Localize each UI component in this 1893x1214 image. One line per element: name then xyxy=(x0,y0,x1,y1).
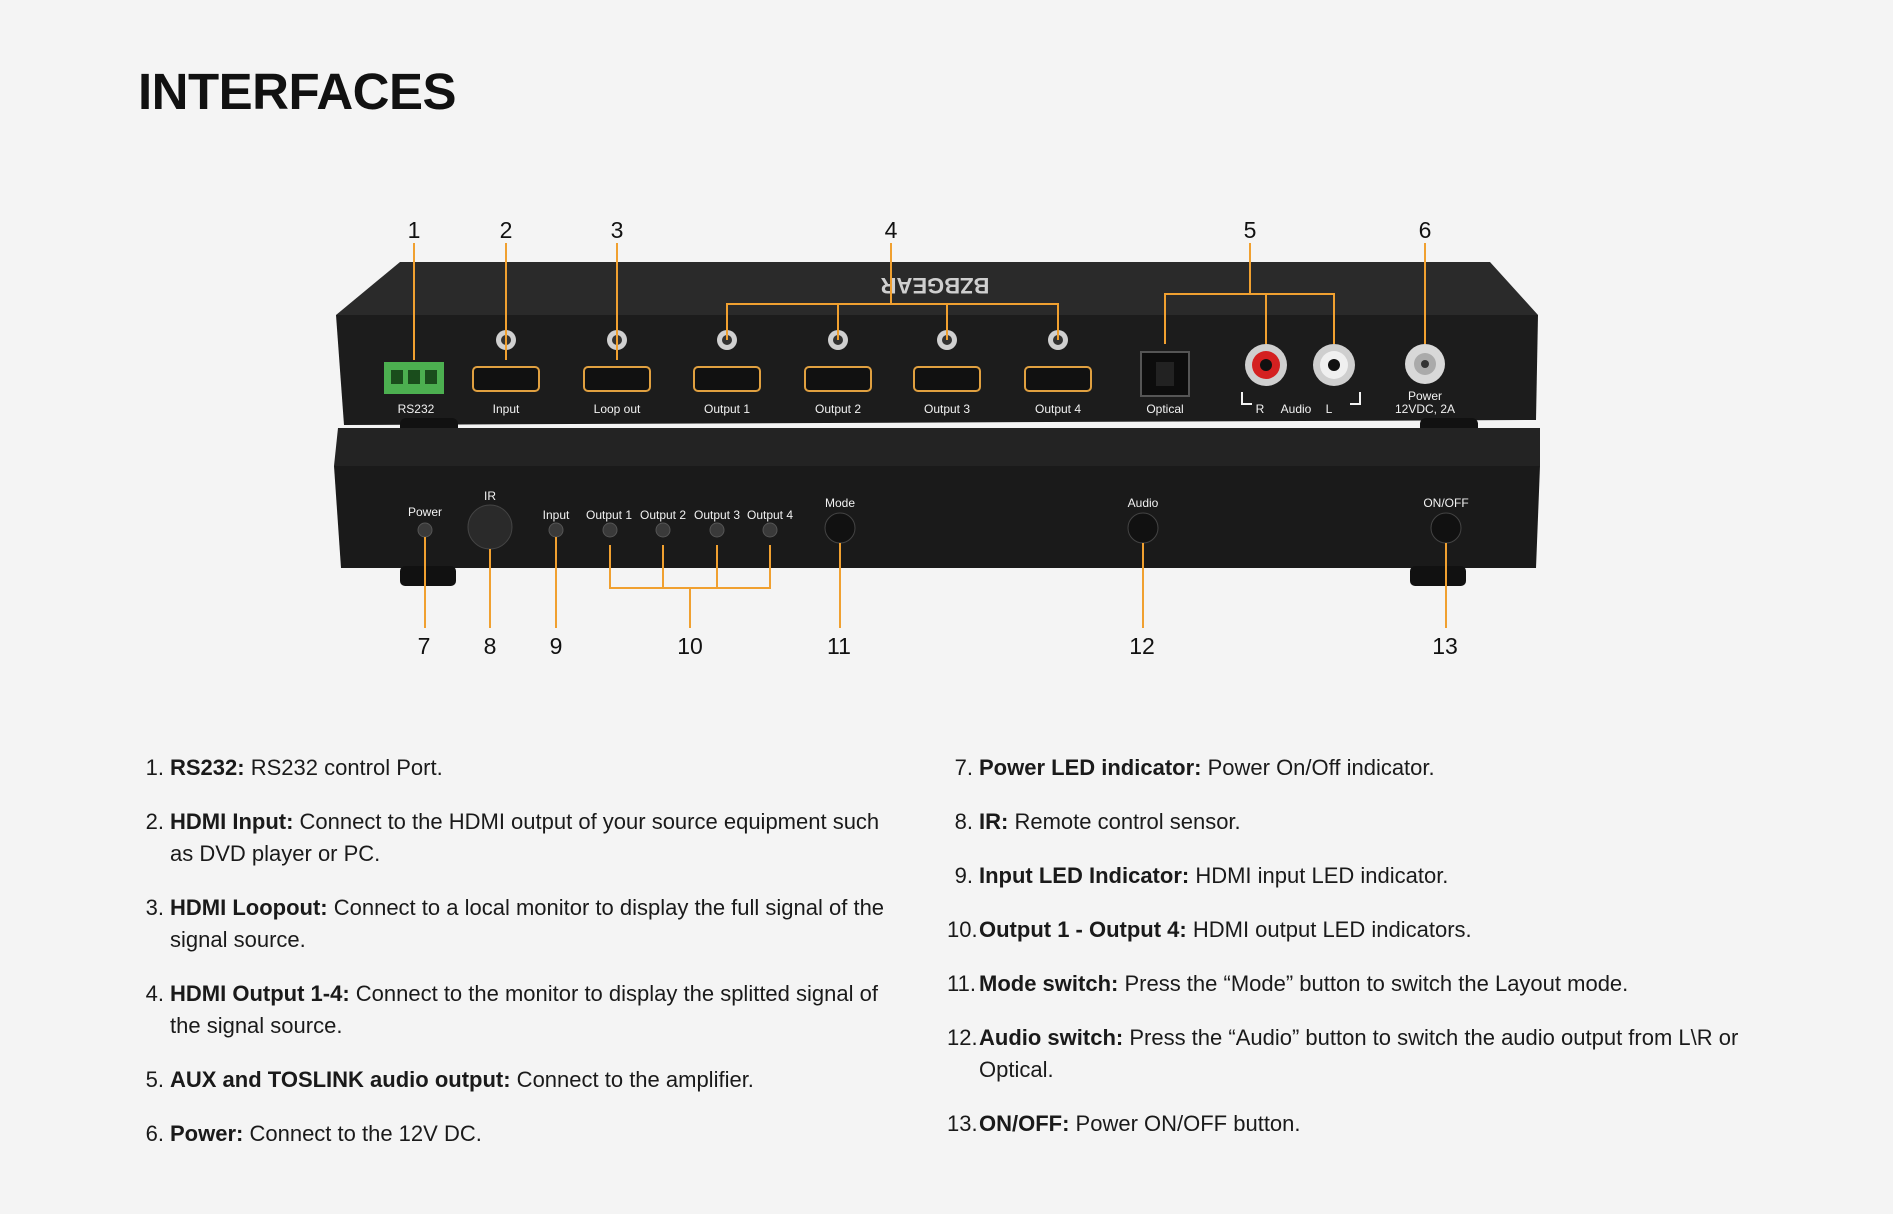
audio-label: Audio xyxy=(1281,402,1312,416)
mode-label: Mode xyxy=(825,496,855,510)
audio-r-label: R xyxy=(1256,402,1265,416)
list-item: 10.Output 1 - Output 4: HDMI output LED … xyxy=(947,917,1472,942)
output3-led xyxy=(709,522,725,538)
power-spec-label: 12VDC, 2A xyxy=(1395,402,1455,416)
output1-port-label: Output 1 xyxy=(704,402,750,416)
output4-led xyxy=(762,522,778,538)
callout-11: 11 xyxy=(827,633,851,659)
interface-list-left: 1.RS232: RS232 control Port. 2.HDMI Inpu… xyxy=(138,752,908,1172)
list-item: 4.HDMI Output 1-4: Connect to the monito… xyxy=(145,981,878,1038)
brand-logo: BZBGEAR xyxy=(881,273,990,298)
list-item: 13.ON/OFF: Power ON/OFF button. xyxy=(947,1111,1301,1136)
mode-button[interactable] xyxy=(824,512,856,544)
callout-numbers-top: 1 2 3 4 5 6 xyxy=(408,217,1432,243)
callout-13: 13 xyxy=(1432,633,1458,659)
output1-led xyxy=(602,522,618,538)
front-output2-label: Output 2 xyxy=(640,508,686,522)
list-item: 1.RS232: RS232 control Port. xyxy=(145,755,443,780)
rca-l-jack[interactable] xyxy=(1313,344,1355,386)
front-panel-device: Power IR Input Output 1 Output 2 Output … xyxy=(334,428,1540,586)
list-item: 5.AUX and TOSLINK audio output: Connect … xyxy=(145,1067,754,1092)
onoff-label: ON/OFF xyxy=(1423,496,1468,510)
callout-6: 6 xyxy=(1419,217,1432,243)
list-item: 7.Power LED indicator: Power On/Off indi… xyxy=(954,755,1435,780)
callout-10: 10 xyxy=(677,633,703,659)
front-output1-label: Output 1 xyxy=(586,508,632,522)
audio-button[interactable] xyxy=(1127,512,1159,544)
leader-lines xyxy=(413,243,1447,628)
callout-7: 7 xyxy=(418,633,431,659)
input-led xyxy=(548,522,564,538)
output2-led xyxy=(655,522,671,538)
list-item: 9.Input LED Indicator: HDMI input LED in… xyxy=(954,863,1449,888)
list-item: 2.HDMI Input: Connect to the HDMI output… xyxy=(145,809,880,866)
interface-list-right: 7.Power LED indicator: Power On/Off indi… xyxy=(947,752,1747,1162)
power-jack[interactable] xyxy=(1405,344,1445,384)
front-power-label: Power xyxy=(408,505,442,519)
list-item: 3.HDMI Loopout: Connect to a local monit… xyxy=(145,895,885,952)
front-output4-label: Output 4 xyxy=(747,508,793,522)
onoff-button[interactable] xyxy=(1430,512,1462,544)
hdmi-input-port[interactable] xyxy=(472,330,540,392)
list-item: 11.Mode switch: Press the “Mode” button … xyxy=(947,971,1629,996)
rca-r-jack[interactable] xyxy=(1245,344,1287,386)
output2-port-label: Output 2 xyxy=(815,402,861,416)
list-item: 6.Power: Connect to the 12V DC. xyxy=(145,1121,482,1146)
audio-l-label: L xyxy=(1326,402,1333,416)
hdmi-output3-port[interactable] xyxy=(913,330,981,392)
callout-3: 3 xyxy=(611,217,624,243)
rs232-label: RS232 xyxy=(398,402,435,416)
front-output3-label: Output 3 xyxy=(694,508,740,522)
power-led xyxy=(417,522,433,538)
output3-port-label: Output 3 xyxy=(924,402,970,416)
page-title: INTERFACES xyxy=(138,63,457,120)
optical-label: Optical xyxy=(1146,402,1183,416)
input-port-label: Input xyxy=(493,402,520,416)
optical-port[interactable] xyxy=(1140,351,1190,397)
callout-4: 4 xyxy=(885,217,898,243)
callout-12: 12 xyxy=(1129,633,1155,659)
rs232-terminal[interactable] xyxy=(384,362,444,394)
hdmi-output1-port[interactable] xyxy=(693,330,761,392)
ir-label: IR xyxy=(484,489,496,503)
loopout-port-label: Loop out xyxy=(594,402,641,416)
callout-2: 2 xyxy=(500,217,513,243)
front-audio-label: Audio xyxy=(1128,496,1159,510)
callout-1: 1 xyxy=(408,217,421,243)
callout-8: 8 xyxy=(484,633,497,659)
ir-sensor xyxy=(467,504,513,550)
callout-numbers-bottom: 7 8 9 10 11 12 13 xyxy=(418,633,1458,659)
output4-port-label: Output 4 xyxy=(1035,402,1081,416)
callout-5: 5 xyxy=(1244,217,1257,243)
list-item: 8.IR: Remote control sensor. xyxy=(954,809,1241,834)
list-item: 12.Audio switch: Press the “Audio” butto… xyxy=(947,1025,1739,1082)
power-jack-label: Power xyxy=(1408,389,1442,403)
rear-panel-device: BZBGEAR RS232 Input Loop out xyxy=(336,262,1538,442)
callout-9: 9 xyxy=(550,633,563,659)
front-input-label: Input xyxy=(543,508,570,522)
